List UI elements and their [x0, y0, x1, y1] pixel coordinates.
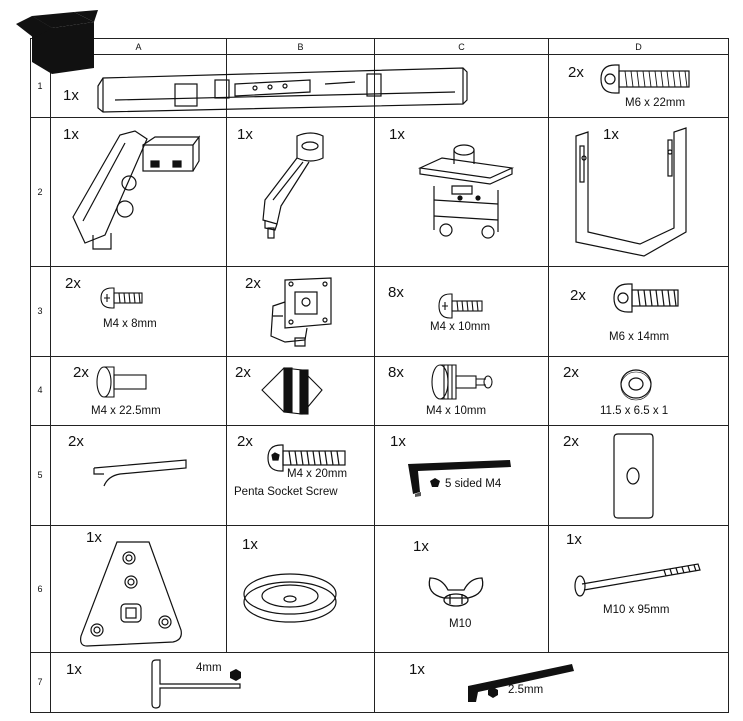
grid-line: [374, 38, 375, 713]
quantity: 2x: [568, 64, 584, 81]
quantity: 1x: [566, 531, 582, 548]
quantity: 1x: [63, 126, 79, 143]
screw-icon: [100, 287, 143, 309]
bolt-icon: [613, 283, 679, 313]
column-header-c: C: [458, 42, 465, 52]
part-label: 5 sided M4: [445, 478, 502, 490]
quantity: 2x: [563, 433, 579, 450]
quantity: 1x: [237, 126, 253, 143]
grid-line: [226, 38, 227, 652]
grid-line: [50, 38, 51, 713]
screw-icon: [96, 366, 147, 398]
grid-line: [30, 356, 729, 357]
base-plate-icon: [80, 541, 182, 647]
wing-nut-icon: [428, 577, 484, 607]
adhesive-strip-icon: [93, 459, 187, 487]
grid-line: [30, 652, 729, 653]
part-label: M4 x 10mm: [430, 321, 491, 333]
quantity: 2x: [235, 364, 251, 381]
quantity: 2x: [570, 287, 586, 304]
part-label: M10 x 95mm: [603, 604, 670, 616]
part-label: M4 x 22.5mm: [91, 405, 161, 417]
screw-icon: [438, 293, 483, 319]
allen-key-icon: [408, 460, 511, 497]
bolt-icon: [600, 64, 690, 94]
row-number-4: 4: [37, 385, 43, 395]
penta-screw-icon: [267, 444, 346, 472]
thumb-screw-icon: [431, 364, 493, 400]
column-header-d: D: [635, 42, 642, 52]
quantity: 1x: [390, 433, 406, 450]
grid-line: [30, 525, 729, 526]
quantity: 1x: [86, 529, 102, 546]
row-number-2: 2: [37, 187, 43, 197]
grid-line: [30, 117, 729, 118]
quantity: 2x: [68, 433, 84, 450]
washer-icon: [620, 369, 652, 401]
box-icon: [16, 10, 98, 74]
tilt-arm-icon: [72, 130, 201, 250]
part-label: M4 x 8mm: [103, 318, 157, 330]
quantity: 2x: [73, 364, 89, 381]
quantity: 2x: [65, 275, 81, 292]
allen-key-icon: [468, 664, 574, 702]
row-number-1: 1: [37, 81, 43, 91]
grid-line: [30, 38, 729, 39]
quantity: 1x: [63, 87, 79, 104]
quantity: 1x: [603, 126, 619, 143]
row-number-7: 7: [37, 677, 43, 687]
part-label: M10: [449, 618, 472, 630]
quantity: 8x: [388, 284, 404, 301]
quantity: 1x: [409, 661, 425, 678]
part-label: M4 x 20mm: [287, 468, 348, 480]
part-label-secondary: Penta Socket Screw: [234, 486, 338, 498]
part-label: M6 x 14mm: [609, 331, 670, 343]
oval-spacer-icon: [243, 573, 337, 623]
grid-line: [30, 712, 729, 713]
quantity: 1x: [66, 661, 82, 678]
quantity: 1x: [389, 126, 405, 143]
velcro-strip-icon: [261, 367, 323, 415]
quantity: 8x: [388, 364, 404, 381]
quantity: 1x: [242, 536, 258, 553]
row-number-5: 5: [37, 470, 43, 480]
part-label: 11.5 x 6.5 x 1: [600, 405, 669, 417]
arm-segment-icon: [262, 132, 324, 239]
grid-line: [30, 38, 31, 713]
grid-line: [50, 54, 729, 55]
grid-line: [728, 38, 729, 713]
clamp-mount-icon: [417, 144, 515, 239]
column-header-b: B: [297, 42, 304, 52]
column-header-a: A: [135, 42, 142, 52]
quantity: 2x: [237, 433, 253, 450]
u-bracket-icon: [575, 127, 687, 257]
quantity: 2x: [563, 364, 579, 381]
part-label: M4 x 10mm: [426, 405, 487, 417]
vesa-plate-icon: [270, 277, 332, 347]
row-number-6: 6: [37, 584, 43, 594]
plate-icon: [613, 433, 654, 519]
part-label: M6 x 22mm: [625, 97, 686, 109]
grid-line: [548, 38, 549, 652]
row-number-3: 3: [37, 306, 43, 316]
part-label: 4mm: [196, 662, 222, 674]
carriage-bolt-icon: [574, 563, 701, 597]
grid-line: [30, 266, 729, 267]
rail-bar-icon: [97, 67, 468, 113]
part-label: 2.5mm: [508, 684, 544, 696]
allen-key-icon: [151, 659, 241, 709]
grid-line: [30, 425, 729, 426]
quantity: 1x: [413, 538, 429, 555]
quantity: 2x: [245, 275, 261, 292]
